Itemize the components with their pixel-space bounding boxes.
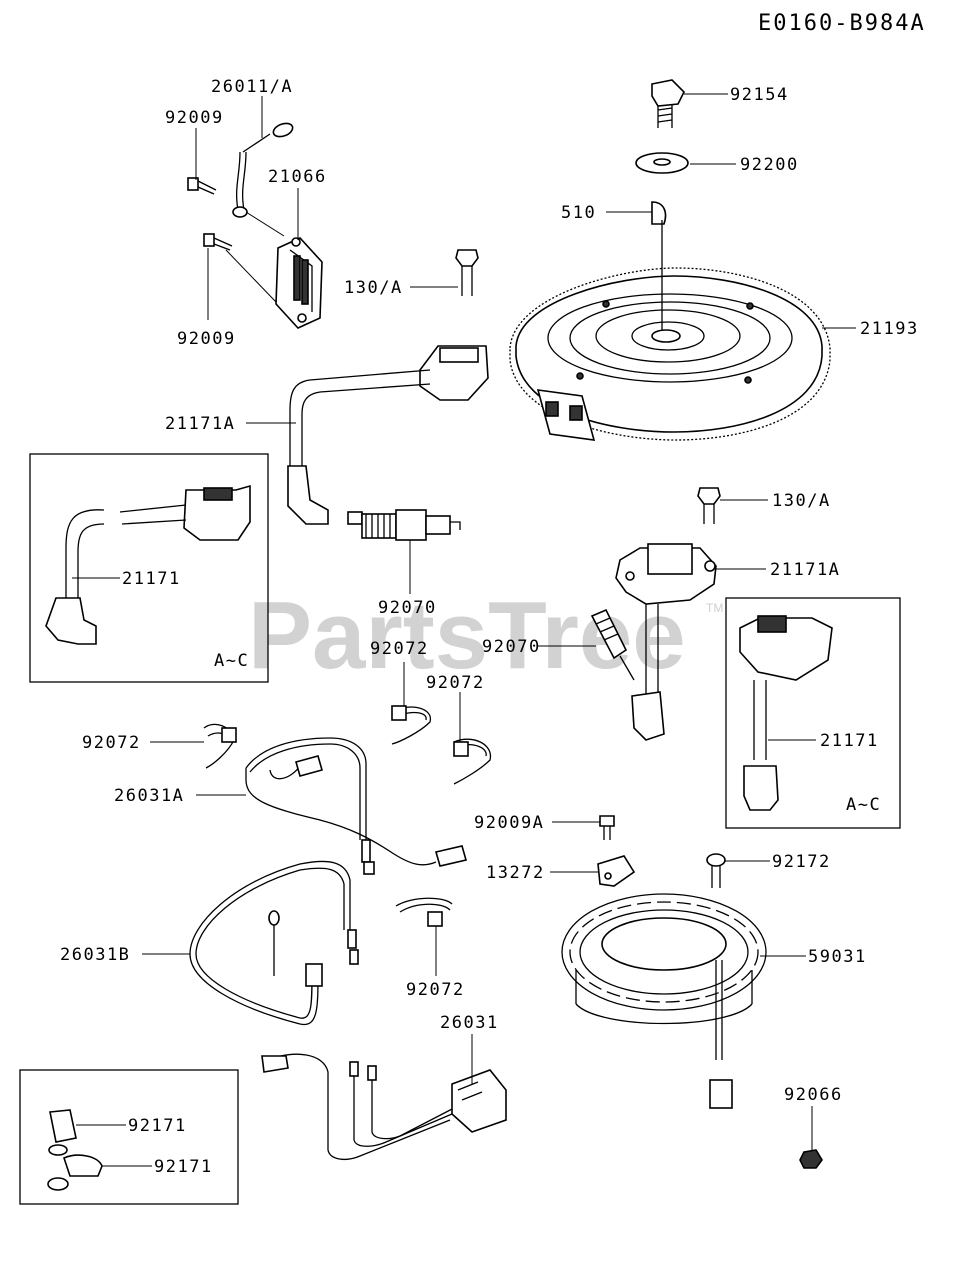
screw-92009A[interactable] — [552, 815, 615, 840]
harness-26031A[interactable] — [196, 737, 468, 875]
clamp-92072-c[interactable] — [150, 723, 237, 769]
screw-130A-top[interactable] — [410, 249, 479, 296]
spark-plug-92070-left[interactable] — [347, 509, 461, 594]
inset-box-left — [29, 453, 269, 683]
screw-92172[interactable] — [706, 853, 770, 888]
label-92072-c[interactable]: 92072 — [82, 733, 141, 753]
label-26031[interactable]: 26031 — [440, 1013, 499, 1033]
bolt-92154[interactable] — [651, 79, 728, 128]
screw-92009-top[interactable] — [187, 177, 217, 195]
screw-130A-right[interactable] — [697, 487, 768, 524]
screw-92009-bottom[interactable] — [203, 233, 233, 251]
label-21171A-left[interactable]: 21171A — [165, 414, 235, 434]
label-26031A[interactable]: 26031A — [114, 786, 184, 806]
label-21066[interactable]: 21066 — [268, 167, 327, 187]
label-92009-top[interactable]: 92009 — [165, 108, 224, 128]
inset-box-right — [725, 597, 901, 829]
terminal-cover-92171-a[interactable] — [48, 1109, 126, 1156]
ignition-coil-21171-inset-left[interactable] — [45, 484, 251, 645]
leader-lines-top-left — [195, 96, 299, 320]
clamp-92072-d[interactable] — [395, 897, 453, 976]
label-92154[interactable]: 92154 — [730, 85, 789, 105]
ignition-coil-21171A-right[interactable] — [615, 543, 766, 741]
spark-plug-92070-right[interactable] — [538, 608, 635, 681]
label-21171-inset-right[interactable]: 21171 — [820, 731, 879, 751]
ignition-coil-21171A-left[interactable] — [246, 345, 489, 525]
label-21193[interactable]: 21193 — [860, 319, 919, 339]
label-21171A-right[interactable]: 21171A — [770, 560, 840, 580]
label-510[interactable]: 510 — [561, 203, 596, 223]
label-130A-top[interactable]: 130/A — [344, 278, 403, 298]
part-labels: 26011/A 92009 21066 92009 130/A 21171A 2… — [60, 77, 919, 1177]
label-130A-right[interactable]: 130/A — [772, 491, 831, 511]
clamp-92072-b[interactable] — [453, 692, 491, 785]
harness-26031B[interactable] — [142, 860, 359, 1026]
label-92171-a[interactable]: 92171 — [128, 1116, 187, 1136]
inset-box-bottom-left — [19, 1069, 239, 1205]
bracket-13272[interactable] — [550, 855, 636, 887]
label-92070-top[interactable]: 92070 — [378, 598, 437, 618]
inset-right-variant: A~C — [846, 795, 881, 815]
key-510[interactable] — [606, 201, 667, 225]
washer-92200[interactable] — [635, 152, 736, 174]
label-26011A[interactable]: 26011/A — [211, 77, 293, 97]
label-92066[interactable]: 92066 — [784, 1085, 843, 1105]
label-92200[interactable]: 92200 — [740, 155, 799, 175]
regulator-21066[interactable] — [275, 237, 323, 329]
label-26031B[interactable]: 26031B — [60, 945, 130, 965]
label-92009A[interactable]: 92009A — [474, 813, 544, 833]
clamp-92072-a[interactable] — [391, 662, 431, 745]
watermark-trademark: TM — [706, 601, 723, 615]
inset-left-variant: A~C — [214, 651, 249, 671]
stator-59031[interactable] — [561, 893, 806, 1109]
diagram-code: E0160-B984A — [758, 11, 926, 36]
label-92171-b[interactable]: 92171 — [154, 1157, 213, 1177]
harness-26031[interactable] — [261, 1034, 507, 1161]
label-92070-right[interactable]: 92070 — [482, 637, 541, 657]
label-92172[interactable]: 92172 — [772, 852, 831, 872]
label-92072-b[interactable]: 92072 — [426, 673, 485, 693]
flywheel-21193[interactable] — [509, 220, 856, 441]
ground-lead-part[interactable] — [232, 121, 294, 218]
nut-92066[interactable] — [799, 1106, 823, 1169]
label-21171-inset-left[interactable]: 21171 — [122, 569, 181, 589]
label-92009-bottom[interactable]: 92009 — [177, 329, 236, 349]
terminal-cover-92171-b[interactable] — [47, 1154, 152, 1191]
label-92072-d[interactable]: 92072 — [406, 980, 465, 1000]
label-13272[interactable]: 13272 — [486, 863, 545, 883]
ignition-coil-21171-inset-right[interactable] — [739, 615, 833, 811]
label-92072-a[interactable]: 92072 — [370, 639, 429, 659]
label-59031[interactable]: 59031 — [808, 947, 867, 967]
